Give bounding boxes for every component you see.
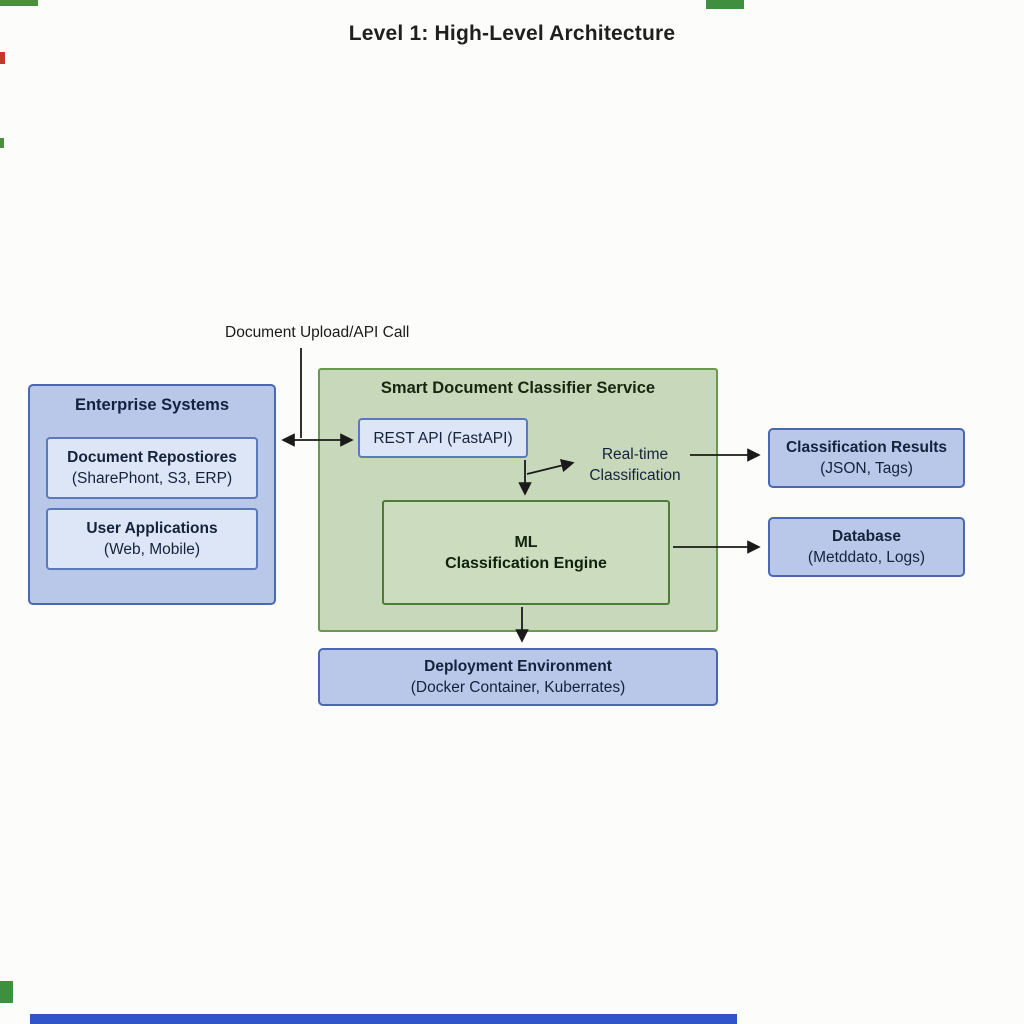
- deployment-environment-label: Deployment Environment: [424, 658, 612, 675]
- document-repositories-label: Document Repostiores: [67, 449, 237, 466]
- decorative-artifact-bottom-bar: [30, 1014, 737, 1024]
- classification-results-sublabel: (JSON, Tags): [820, 460, 913, 477]
- decorative-artifact-left-red: [0, 52, 5, 64]
- enterprise-systems-title: Enterprise Systems: [74, 396, 230, 414]
- user-applications-box: User Applications (Web, Mobile): [46, 508, 258, 570]
- deployment-environment-box: Deployment Environment (Docker Container…: [318, 648, 718, 706]
- deployment-environment-sublabel: (Docker Container, Kuberrates): [410, 679, 626, 696]
- document-repositories-box: Document Repostiores (SharePhont, S3, ER…: [46, 437, 258, 499]
- rest-api-label: REST API (FastAPI): [373, 429, 513, 447]
- user-applications-label: User Applications: [86, 520, 218, 537]
- realtime-classification-label: Real-time Classification: [578, 444, 692, 486]
- document-repositories-sublabel: (SharePhont, S3, ERP): [71, 470, 233, 487]
- decorative-artifact-top-right: [706, 0, 744, 9]
- decorative-artifact-left-green: [0, 138, 4, 148]
- classifier-service-title: Smart Document Classifier Service: [380, 379, 656, 397]
- user-applications-sublabel: (Web, Mobile): [103, 541, 201, 558]
- upload-api-call-label: Document Upload/API Call: [225, 324, 410, 341]
- database-sublabel: (Metddato, Logs): [807, 549, 926, 566]
- enterprise-systems-box: Enterprise Systems Document Repostiores …: [28, 384, 276, 605]
- realtime-line1: Real-time: [601, 446, 669, 463]
- database-label: Database: [832, 528, 901, 545]
- realtime-line2: Classification: [589, 467, 681, 484]
- decorative-artifact-bottom-left: [0, 981, 13, 1003]
- ml-engine-label-line1: ML: [514, 533, 538, 551]
- ml-engine-label-line2: Classification Engine: [445, 554, 607, 572]
- page-title: Level 1: High-Level Architecture: [348, 22, 676, 45]
- decorative-artifact-top-left: [0, 0, 38, 6]
- database-box: Database (Metddato, Logs): [768, 517, 965, 577]
- classification-results-box: Classification Results (JSON, Tags): [768, 428, 965, 488]
- classification-results-label: Classification Results: [785, 439, 948, 456]
- rest-api-box: REST API (FastAPI): [358, 418, 528, 458]
- ml-engine-box: ML Classification Engine: [382, 500, 670, 605]
